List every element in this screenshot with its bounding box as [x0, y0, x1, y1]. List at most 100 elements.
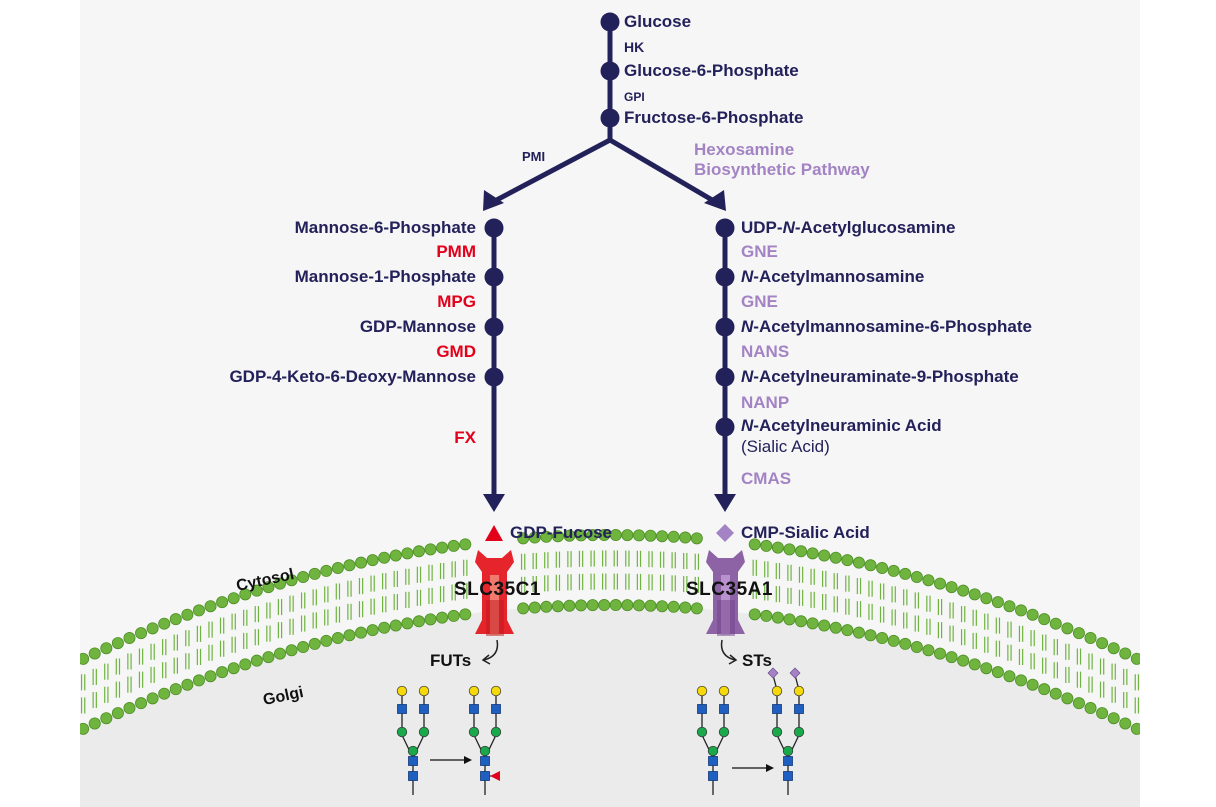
lipid-head [100, 712, 113, 725]
lipid-head [934, 577, 947, 590]
lipid-head [1038, 613, 1051, 626]
lipid-head [308, 637, 321, 650]
lipid-head [1026, 608, 1039, 621]
lipid-head [644, 529, 657, 542]
lipid-head [355, 556, 368, 569]
lipid-head [991, 596, 1004, 609]
gdp-keto-label: GDP-4-Keto-6-Deoxy-Mannose [229, 367, 476, 386]
cmp-sialic-label: CMP-Sialic Acid [741, 523, 870, 542]
slc35c1-transporter [475, 550, 514, 636]
lipid-head [285, 574, 298, 587]
lipid-head [1061, 622, 1074, 635]
lipid-head [343, 629, 356, 642]
nanp-label: NANP [741, 393, 790, 412]
m1p-label: Mannose-1-Phosphate [294, 267, 476, 286]
lipid-head [216, 666, 229, 679]
lipid-head [899, 637, 912, 650]
glcnac-square [419, 704, 429, 714]
lipid-head [783, 543, 796, 556]
lipid-head [100, 642, 113, 655]
lipid-head [216, 596, 229, 609]
gmd-label: GMD [436, 342, 476, 361]
slc35c1-label: SLC35C1 [454, 579, 541, 600]
mannac6p-label: N-Acetylmannosamine-6-Phosphate [741, 317, 1032, 336]
lipid-head [748, 538, 761, 551]
lipid-head [829, 621, 842, 634]
lipid-head [899, 567, 912, 580]
lipid-head [586, 599, 599, 612]
lipid-head [609, 599, 622, 612]
lipid-head [250, 654, 263, 667]
glcnac-square [480, 771, 490, 781]
lipid-head [876, 562, 889, 575]
lipid-head [1015, 604, 1028, 617]
mannose-circle [479, 745, 491, 757]
lipid-head [806, 547, 819, 560]
lipid-head [343, 559, 356, 572]
f6p-node [600, 108, 620, 128]
mannose-circle [718, 726, 730, 738]
lipid-head [320, 564, 333, 577]
pmi-label: PMI [522, 149, 546, 164]
lipid-head [795, 615, 808, 628]
lipid-head [250, 584, 263, 597]
lipid-head [227, 592, 240, 605]
lipid-head [227, 662, 240, 675]
lipid-head [1038, 683, 1051, 696]
lipid-head [1130, 652, 1140, 665]
lipid-head [1072, 697, 1085, 710]
pmi-arrowhead [483, 190, 504, 211]
glcnac-square [719, 704, 729, 714]
slc35a1-label: SLC35A1 [686, 579, 773, 600]
lipid-head [204, 670, 217, 683]
f6p-label: Fructose-6-Phosphate [624, 108, 804, 127]
lipid-head [262, 581, 275, 594]
lipid-head [1119, 717, 1132, 730]
lipid-head [378, 551, 391, 564]
cmas-label: CMAS [741, 469, 792, 488]
lipid-head [760, 539, 773, 552]
glucose-label: Glucose [624, 12, 692, 31]
lipid-head [401, 617, 414, 630]
lipid-head [864, 559, 877, 572]
lipid-head [934, 647, 947, 660]
sts-reaction-arrowhead [766, 764, 774, 772]
lipid-head [181, 678, 194, 691]
lipid-head [366, 554, 379, 567]
fucose-arrowhead [483, 494, 505, 512]
lipid-head [1154, 734, 1165, 745]
glcnac-square [397, 704, 407, 714]
hbp-label-line2: Biosynthetic Pathway [694, 160, 870, 179]
gpi-label: GPI [624, 90, 645, 104]
lipid-head [887, 634, 900, 647]
g6p-node [600, 61, 620, 81]
lipid-head [818, 549, 831, 562]
lipid-head [621, 599, 634, 612]
lipid-head [783, 613, 796, 626]
glcnac-square [408, 771, 418, 781]
glcnac-square [794, 704, 804, 714]
lipid-head [818, 619, 831, 632]
lipid-head [1143, 659, 1154, 670]
lipid-head [1130, 722, 1140, 735]
lipid-head [1107, 642, 1120, 655]
lipid-head [1003, 670, 1016, 683]
gdp-mannose-label: GDP-Mannose [359, 317, 476, 336]
sialic-diamond [789, 667, 801, 679]
lipid-head [66, 729, 77, 740]
udp-glcnac-node [715, 218, 735, 238]
lipid-head [1072, 627, 1085, 640]
lipid-head [412, 545, 425, 558]
purple-diamond-icon [716, 524, 734, 542]
lipid-head [528, 601, 541, 614]
mannac-label: N-Acetylmannosamine [741, 267, 925, 286]
mannose-circle [418, 726, 430, 738]
lipid-head [424, 613, 437, 626]
lipid-head [656, 600, 669, 613]
lipid-head [667, 530, 680, 543]
futs-curve-arrow [483, 639, 499, 661]
galactose-circle [718, 685, 730, 697]
lipid-head [111, 707, 124, 720]
glcnac-square [469, 704, 479, 714]
